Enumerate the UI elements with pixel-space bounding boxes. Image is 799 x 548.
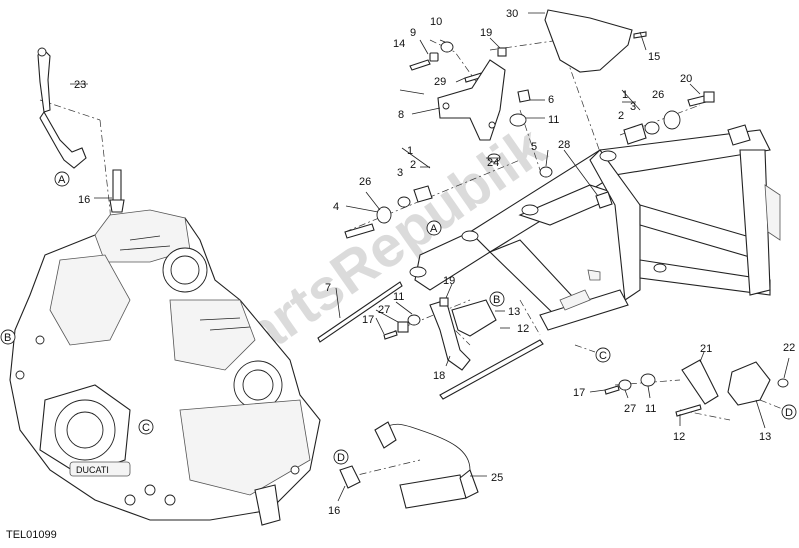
callout-25: 25 bbox=[491, 472, 503, 484]
ref-label: B bbox=[493, 294, 500, 306]
callout-12-mid: 12 bbox=[517, 323, 529, 335]
callout-19-mid: 19 bbox=[443, 275, 455, 287]
ref-label: A bbox=[430, 223, 438, 235]
callout-15: 15 bbox=[648, 51, 660, 63]
callout-27-mid: 27 bbox=[378, 304, 390, 316]
ref-marker: D bbox=[781, 404, 797, 420]
callout-17-right: 17 bbox=[573, 387, 585, 399]
ref-marker: C bbox=[138, 419, 154, 435]
callout-14: 14 bbox=[393, 38, 405, 50]
callout-18: 18 bbox=[433, 370, 445, 382]
callout-13-right: 13 bbox=[759, 431, 771, 443]
callout-23: 23 bbox=[74, 79, 86, 91]
callout-30: 30 bbox=[506, 8, 518, 20]
callout-11-top: 11 bbox=[548, 114, 559, 126]
callout-26-right: 26 bbox=[652, 89, 664, 101]
leader-lines bbox=[70, 12, 790, 502]
ref-label: C bbox=[142, 422, 150, 434]
callout-11-right: 11 bbox=[645, 403, 656, 415]
ref-label: B bbox=[4, 332, 11, 344]
ref-marker: A bbox=[54, 171, 70, 187]
callout-4: 4 bbox=[333, 201, 339, 213]
ref-marker: C bbox=[595, 347, 611, 363]
callout-numbers: 1 1 2 2 3 3 4 5 6 7 8 9 10 11 11 11 12 1… bbox=[74, 8, 795, 517]
ref-marker: D bbox=[333, 449, 349, 465]
callout-24: 24 bbox=[487, 157, 499, 169]
ref-label: D bbox=[337, 452, 345, 464]
callout-11-mid: 11 bbox=[393, 291, 404, 303]
callout-26-left: 26 bbox=[359, 176, 371, 188]
callout-12-right: 12 bbox=[673, 431, 685, 443]
ref-label: D bbox=[785, 407, 793, 419]
ref-marker: B bbox=[489, 291, 505, 307]
ref-label: A bbox=[58, 174, 66, 186]
spark-plug-top bbox=[37, 47, 125, 213]
engine-assembly: DUCATI bbox=[9, 209, 321, 526]
callout-8: 8 bbox=[398, 109, 404, 121]
callout-1-left: 1 bbox=[407, 145, 413, 157]
ref-marker: B bbox=[0, 329, 16, 345]
callout-22: 22 bbox=[783, 342, 795, 354]
callout-20: 20 bbox=[680, 73, 692, 85]
ref-label: C bbox=[599, 350, 607, 362]
callout-3-right: 3 bbox=[630, 101, 636, 113]
callout-27-right: 27 bbox=[624, 403, 636, 415]
callout-2-right: 2 bbox=[618, 110, 624, 122]
hardware bbox=[317, 9, 789, 417]
ref-marker: A bbox=[426, 220, 442, 236]
reference-markers: A A B B C C D D bbox=[0, 171, 797, 465]
drawing-code: TEL01099 bbox=[6, 529, 57, 541]
callout-16-bottom: 16 bbox=[328, 505, 340, 517]
callout-19-top: 19 bbox=[480, 27, 492, 39]
callout-28: 28 bbox=[558, 139, 570, 151]
callout-5: 5 bbox=[531, 141, 537, 153]
callout-2-left: 2 bbox=[410, 159, 416, 171]
callout-1-right: 1 bbox=[622, 89, 628, 101]
callout-7: 7 bbox=[325, 282, 331, 294]
callout-6: 6 bbox=[548, 94, 554, 106]
callout-17-mid: 17 bbox=[362, 314, 374, 326]
callout-10: 10 bbox=[430, 16, 442, 28]
engine-logo-mark: DUCATI bbox=[76, 465, 109, 475]
callout-9: 9 bbox=[410, 27, 416, 39]
spark-plug-bottom bbox=[339, 421, 479, 509]
callout-16-top: 16 bbox=[78, 194, 90, 206]
main-frame bbox=[409, 124, 781, 331]
callout-21: 21 bbox=[700, 343, 712, 355]
callout-3-left: 3 bbox=[397, 167, 403, 179]
callout-13-mid: 13 bbox=[508, 306, 520, 318]
callout-29: 29 bbox=[434, 76, 446, 88]
